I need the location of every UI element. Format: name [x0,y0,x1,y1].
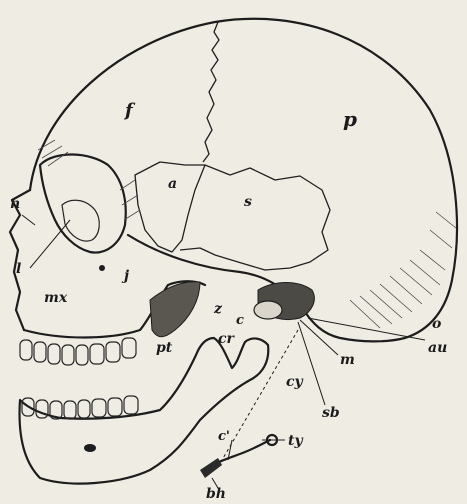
upper-teeth [20,338,136,365]
label-styloid: sb [322,405,340,421]
orbit-outline [40,154,126,252]
label-mastoid: m [340,352,355,368]
cranium-outline [30,19,457,342]
basihyal-shape [200,458,222,478]
label-alisphenoid: a [168,176,177,192]
orbit-inner [62,200,99,241]
label-parietal: p [343,107,357,131]
label-squamosal: s [244,194,252,210]
label-ceratohyal: c' [218,429,230,444]
lower-teeth [22,396,138,419]
squamosal-outline [180,165,330,270]
label-auditory: au [428,340,447,356]
label-nasal: n [10,196,20,212]
label-maxilla: mx [44,290,68,306]
label-occipital: o [432,316,441,332]
condyle-shape [254,301,282,319]
label-thyrohyal: ty [288,433,303,449]
label-basihyal: bh [206,486,226,502]
label-condyloid: cy [286,374,304,390]
label-lacrimal: l [16,261,21,277]
mandible-outline [20,338,269,484]
pterygoid-region [150,282,200,337]
label-frontal: f [123,100,136,121]
label-coronoid: cr [218,331,236,347]
label-jugal: j [121,268,129,284]
mental-foramen [84,444,96,452]
jugal-foramen [99,265,105,271]
coronal-suture [203,22,219,162]
label-pterygoid: pt [156,340,173,356]
label-condyle: c [236,313,244,328]
stylohyoid-ligament [222,330,298,460]
label-zygoma: z [213,301,223,317]
